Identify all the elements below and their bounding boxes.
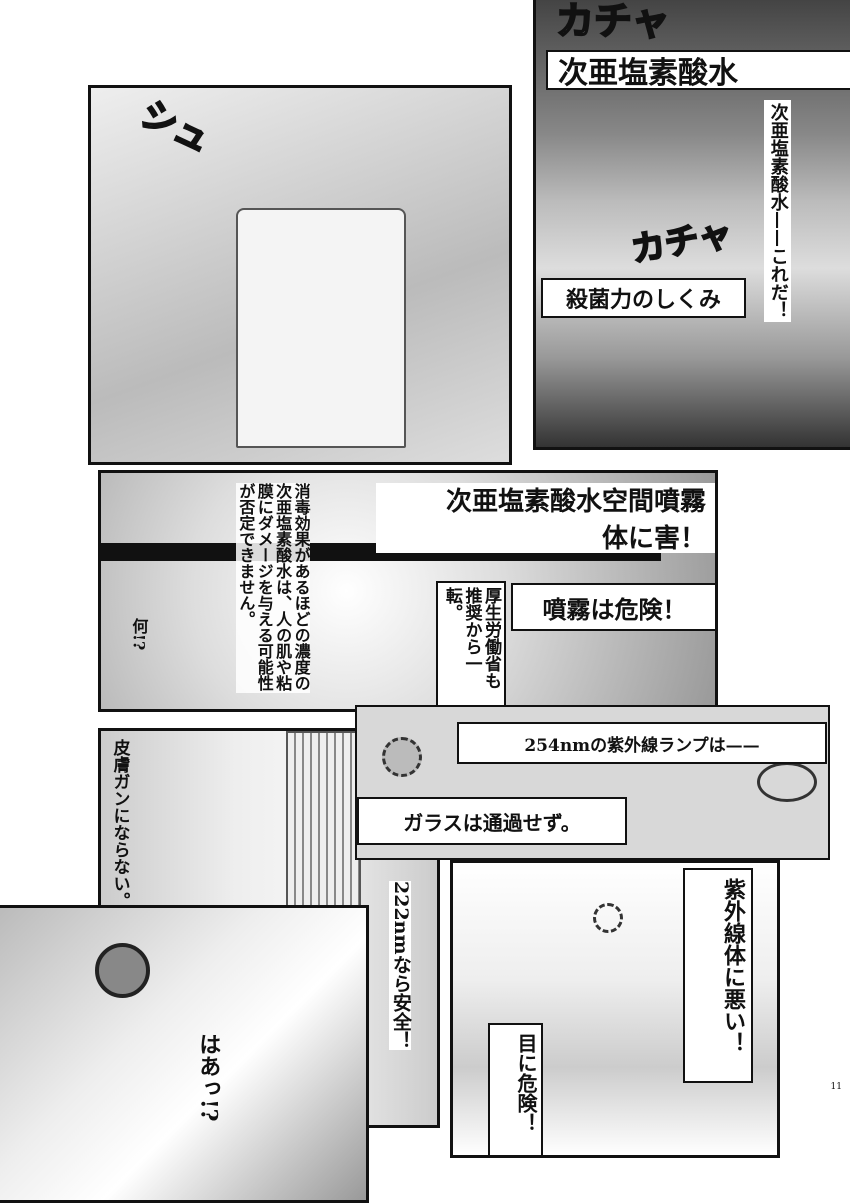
body-text: 消毒効果があるほどの濃度の次亜塩素酸水は、人の肌や粘膜にダメージを与える可能性が… [236, 483, 311, 693]
uv-bad-caption: 紫外線体に悪い！ [683, 868, 753, 1083]
sun-icon [382, 737, 422, 777]
panel-art [0, 908, 366, 1200]
panel-uv-diagram: 254nmの紫外線ランプは—— ガラスは通過せず。 [355, 705, 830, 860]
ministry-caption: 厚生労働省も推奨から一転。 [436, 581, 506, 709]
sprayer-machine [236, 208, 406, 448]
panel-gasp-face: はあっ!? [0, 905, 369, 1203]
vertical-caption: 次亜塩素酸水——これだ！ [764, 100, 791, 322]
headline-line2: 体に害！ [601, 524, 706, 554]
panel-keyboard-closeup: 次亜塩素酸水 カチャ 次亜塩素酸水——これだ！ 殺菌力のしくみ カチャ [533, 0, 850, 450]
sfx-kacha-top: カチャ [555, 0, 671, 43]
safe-222-text: 222nmなら安全！ [389, 881, 412, 1050]
panel-shocked-face: 次亜塩素酸水空間噴霧 体に害！ 噴霧は危険！ 厚生労働省も推奨から一転。 消毒効… [98, 470, 718, 712]
panel-classroom-sprayer: シュ [88, 85, 512, 465]
header-caption: 次亜塩素酸水 [546, 50, 850, 91]
sun-icon [593, 903, 623, 933]
page-number: 11 [830, 1082, 842, 1092]
headline-caption: 次亜塩素酸水空間噴霧 体に害！ [376, 483, 715, 554]
eye [95, 943, 150, 998]
eye-danger-caption: 目に危険！ [488, 1023, 543, 1155]
headline-line1: 次亜塩素酸水空間噴霧 [445, 487, 706, 517]
gasp-text: はあっ!? [195, 1033, 222, 1122]
panel-uv-eye-danger: 紫外線体に悪い！ 目に危険！ [450, 860, 780, 1158]
uv-254-caption: 254nmの紫外線ランプは—— [457, 722, 827, 764]
mechanism-caption: 殺菌力のしくみ [541, 278, 746, 318]
skin-cancer-text: 皮膚ガンにならない。 [109, 739, 130, 909]
exclaim-text: 何!? [129, 618, 149, 651]
eye-icon [757, 762, 817, 802]
spray-danger-caption: 噴霧は危険！ [511, 583, 715, 631]
glass-caption: ガラスは通過せず。 [357, 797, 627, 845]
